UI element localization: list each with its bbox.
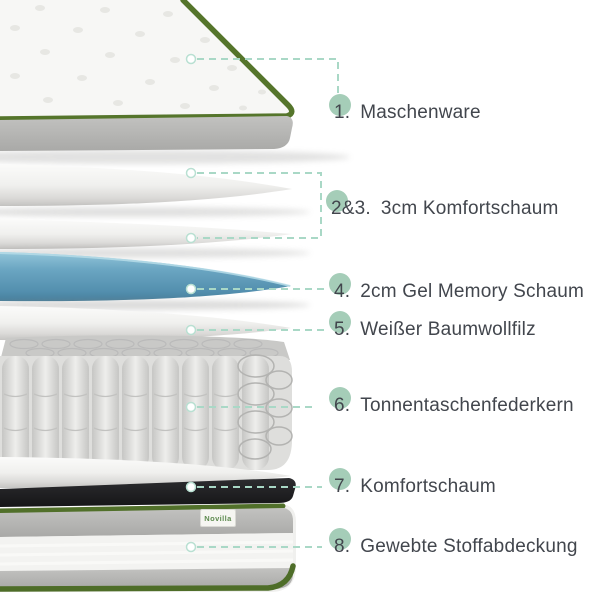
spring-pocket-columns bbox=[2, 356, 269, 470]
brand-tag: Novilla bbox=[200, 509, 236, 527]
layer-label-6: 6. Tonnentaschenfederkern bbox=[329, 387, 574, 419]
green-piping-bottom-edge bbox=[0, 563, 296, 592]
leader-line-2-3 bbox=[197, 172, 322, 239]
layer-label-7: 7. Komfortschaum bbox=[329, 468, 496, 500]
quilt-dimples bbox=[10, 5, 266, 111]
label-text: Weißer Baumwollfilz bbox=[360, 319, 536, 340]
layer-label-5: 5. Weißer Baumwollfilz bbox=[329, 311, 536, 343]
label-bullet-circle bbox=[329, 311, 351, 333]
label-text: 2cm Gel Memory Schaum bbox=[360, 281, 585, 302]
label-number: 2&3. bbox=[331, 198, 371, 219]
label-bullet-circle bbox=[329, 273, 351, 295]
coil-top-row bbox=[9, 338, 279, 359]
layer-tonnentaschenfederkern bbox=[0, 335, 293, 470]
label-number: 4. bbox=[334, 281, 351, 302]
label-text: 3cm Komfortschaum bbox=[380, 198, 559, 219]
marker-dot-8 bbox=[185, 541, 197, 553]
layer-komfortschaum-sheet-1 bbox=[0, 164, 310, 217]
layer-baumwollfilz bbox=[0, 306, 291, 341]
exposed-coil-springs bbox=[237, 354, 293, 460]
layer-label-4: 4. 2cm Gel Memory Schaum bbox=[329, 273, 585, 305]
layer-label-1: 1. Maschenware bbox=[329, 94, 481, 126]
label-bullet-circle bbox=[329, 468, 351, 490]
marker-dot-4 bbox=[185, 283, 197, 295]
label-number: 5. bbox=[334, 319, 351, 340]
layer-label-8: 8. Gewebte Stoffabdeckung bbox=[329, 528, 578, 560]
label-number: 6. bbox=[334, 395, 351, 416]
label-text: Gewebte Stoffabdeckung bbox=[360, 536, 578, 557]
topper-side-band bbox=[0, 116, 293, 151]
label-number: 7. bbox=[334, 476, 351, 497]
layer-black-base-sheet bbox=[0, 478, 296, 507]
layer-gel-memory-schaum bbox=[0, 252, 310, 310]
layer-topper-maschenware bbox=[0, 0, 350, 164]
label-bullet-circle bbox=[329, 528, 351, 550]
bottom-cover-gray-band-top bbox=[0, 508, 293, 537]
green-piping-top bbox=[0, 0, 295, 122]
bottom-cover-gray-band-bottom bbox=[0, 568, 293, 589]
label-text: Tonnentaschenfederkern bbox=[360, 395, 574, 416]
green-piping-bottom-unit-top bbox=[0, 503, 286, 514]
marker-dot-3 bbox=[185, 232, 197, 244]
layer-label-2-3: 2&3. 3cm Komfortschaum bbox=[326, 190, 559, 222]
marker-dot-7 bbox=[185, 481, 197, 493]
label-text: Maschenware bbox=[360, 102, 481, 123]
label-text: Komfortschaum bbox=[360, 476, 496, 497]
label-bullet-circle bbox=[329, 387, 351, 409]
label-number: 1. bbox=[334, 102, 351, 123]
marker-dot-6 bbox=[185, 401, 197, 413]
marker-dot-1 bbox=[185, 53, 197, 65]
label-bullet-circle bbox=[326, 190, 348, 212]
marker-dot-2 bbox=[185, 167, 197, 179]
layer-komfortschaum-base bbox=[0, 457, 291, 488]
label-number: 8. bbox=[334, 536, 351, 557]
marker-dot-5 bbox=[185, 324, 197, 336]
label-bullet-circle bbox=[329, 94, 351, 116]
